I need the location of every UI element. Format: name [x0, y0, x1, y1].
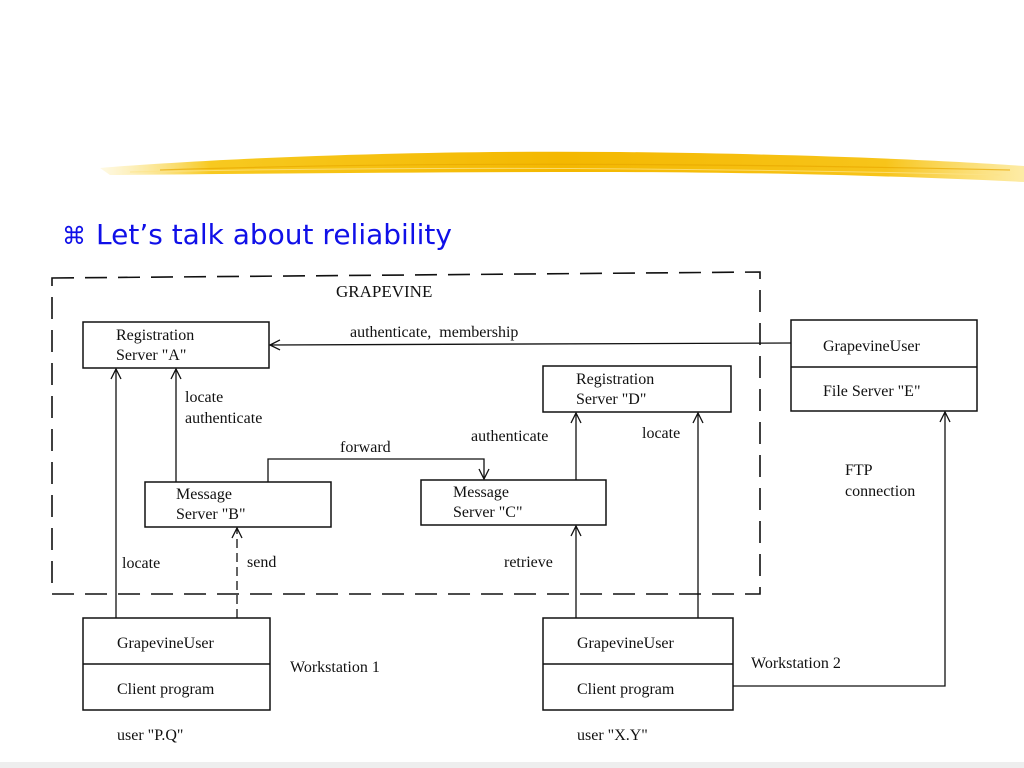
workstation-2-user: user "X.Y" [577, 727, 648, 744]
label-authenticate-d: authenticate [471, 428, 548, 445]
command-bullet-icon: ⌘ [62, 222, 86, 250]
registration-server-a-line2: Server "A" [116, 347, 186, 364]
bullet-text: Let’s talk about reliability [96, 218, 452, 251]
label-authenticate: authenticate [185, 410, 262, 427]
label-locate: locate [185, 389, 223, 406]
registration-server-d-line2: Server "D" [576, 391, 646, 408]
file-server-e-top: GrapevineUser [823, 338, 921, 355]
label-send: send [247, 554, 276, 571]
message-server-c: Message Server "C" [420, 479, 607, 526]
edge-ftp-connection [733, 412, 945, 687]
message-server-b-line2: Server "B" [176, 506, 246, 523]
workstation-1-user: user "P.Q" [117, 727, 183, 744]
message-server-c-line2: Server "C" [453, 504, 523, 521]
edges [116, 343, 945, 687]
workstation-1-bottom: Client program [117, 681, 215, 698]
registration-server-a: Registration Server "A" [82, 321, 270, 369]
workstation-2-bottom: Client program [577, 681, 675, 698]
label-authenticate-membership: authenticate, membership [350, 324, 518, 341]
workstation-1-label: Workstation 1 [290, 659, 380, 676]
message-server-b: Message Server "B" [144, 481, 332, 528]
label-locate-ws1: locate [122, 555, 160, 572]
grapevine-label: GRAPEVINE [336, 282, 432, 301]
bottom-strip [0, 762, 1024, 768]
label-forward: forward [340, 439, 391, 456]
decorative-brush-stroke [100, 151, 1024, 182]
edge-forward [267, 458, 484, 482]
message-server-b-line1: Message [176, 486, 232, 503]
bullet-point: ⌘ Let’s talk about reliability [62, 218, 452, 251]
workstation-2: GrapevineUser Client program Workstation… [542, 617, 841, 744]
edge-authenticate-membership [270, 343, 792, 345]
label-locate-d: locate [642, 425, 680, 442]
workstation-1-top: GrapevineUser [117, 635, 215, 652]
label-retrieve: retrieve [504, 554, 553, 571]
registration-server-d: Registration Server "D" [542, 365, 732, 413]
workstation-1: GrapevineUser Client program Workstation… [82, 617, 380, 744]
registration-server-d-line1: Registration [576, 371, 654, 388]
file-server-e-bottom: File Server "E" [823, 383, 920, 400]
label-ftp: FTP [845, 462, 873, 479]
label-connection: connection [845, 483, 915, 500]
message-server-c-line1: Message [453, 484, 509, 501]
grapevine-boundary [51, 271, 761, 595]
workstation-2-top: GrapevineUser [577, 635, 675, 652]
workstation-2-label: Workstation 2 [751, 655, 841, 672]
registration-server-a-line1: Registration [116, 327, 194, 344]
file-server-e: GrapevineUser File Server "E" [790, 319, 978, 412]
